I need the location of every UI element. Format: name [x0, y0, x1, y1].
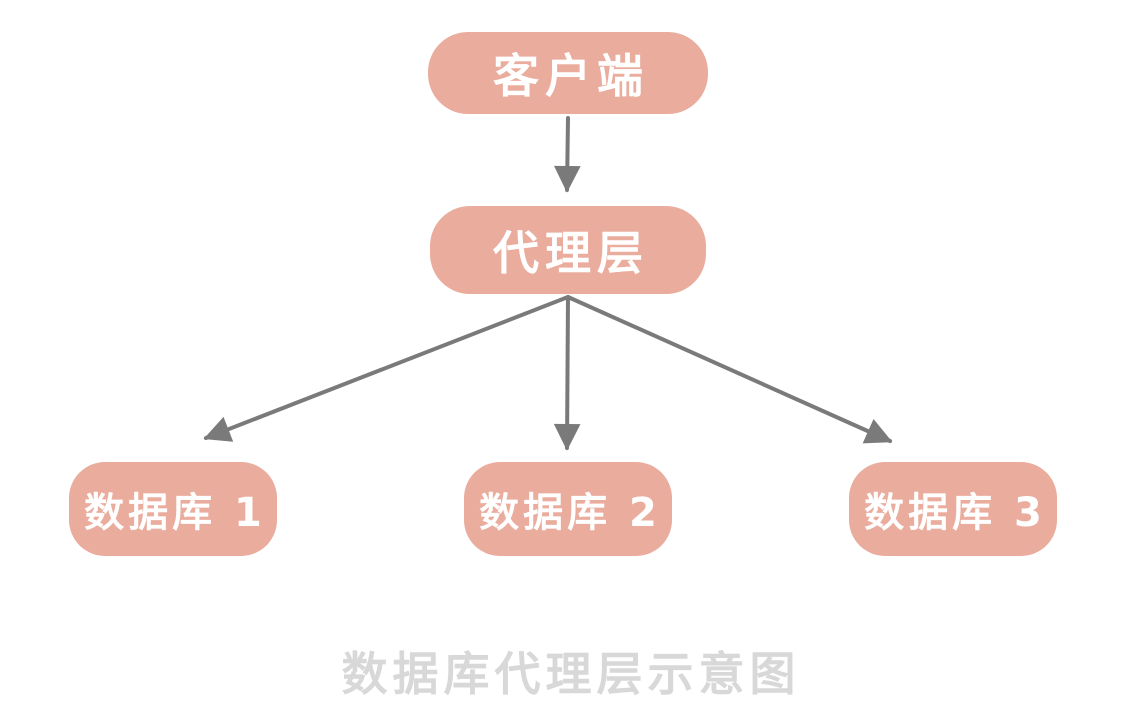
- arrow-proxy-to-db3: [566, 295, 893, 444]
- node-database-1: 数据库 1: [69, 462, 277, 556]
- diagram-caption: 数据库代理层示意图: [341, 647, 801, 701]
- node-database-3-label: 数据库 3: [864, 490, 1046, 536]
- node-database-1-label: 数据库 1: [84, 490, 266, 536]
- node-client-label: 客户端: [493, 49, 649, 103]
- node-client: 客户端: [428, 32, 708, 114]
- node-database-3: 数据库 3: [849, 462, 1057, 556]
- node-proxy-label: 代理层: [493, 226, 649, 280]
- arrow-proxy-to-db2: [553, 295, 581, 451]
- node-database-2: 数据库 2: [464, 462, 672, 556]
- arrow-proxy-to-db1: [203, 295, 570, 442]
- node-proxy: 代理层: [430, 206, 706, 294]
- arrow-client-to-proxy: [554, 116, 581, 193]
- node-database-2-label: 数据库 2: [479, 490, 661, 536]
